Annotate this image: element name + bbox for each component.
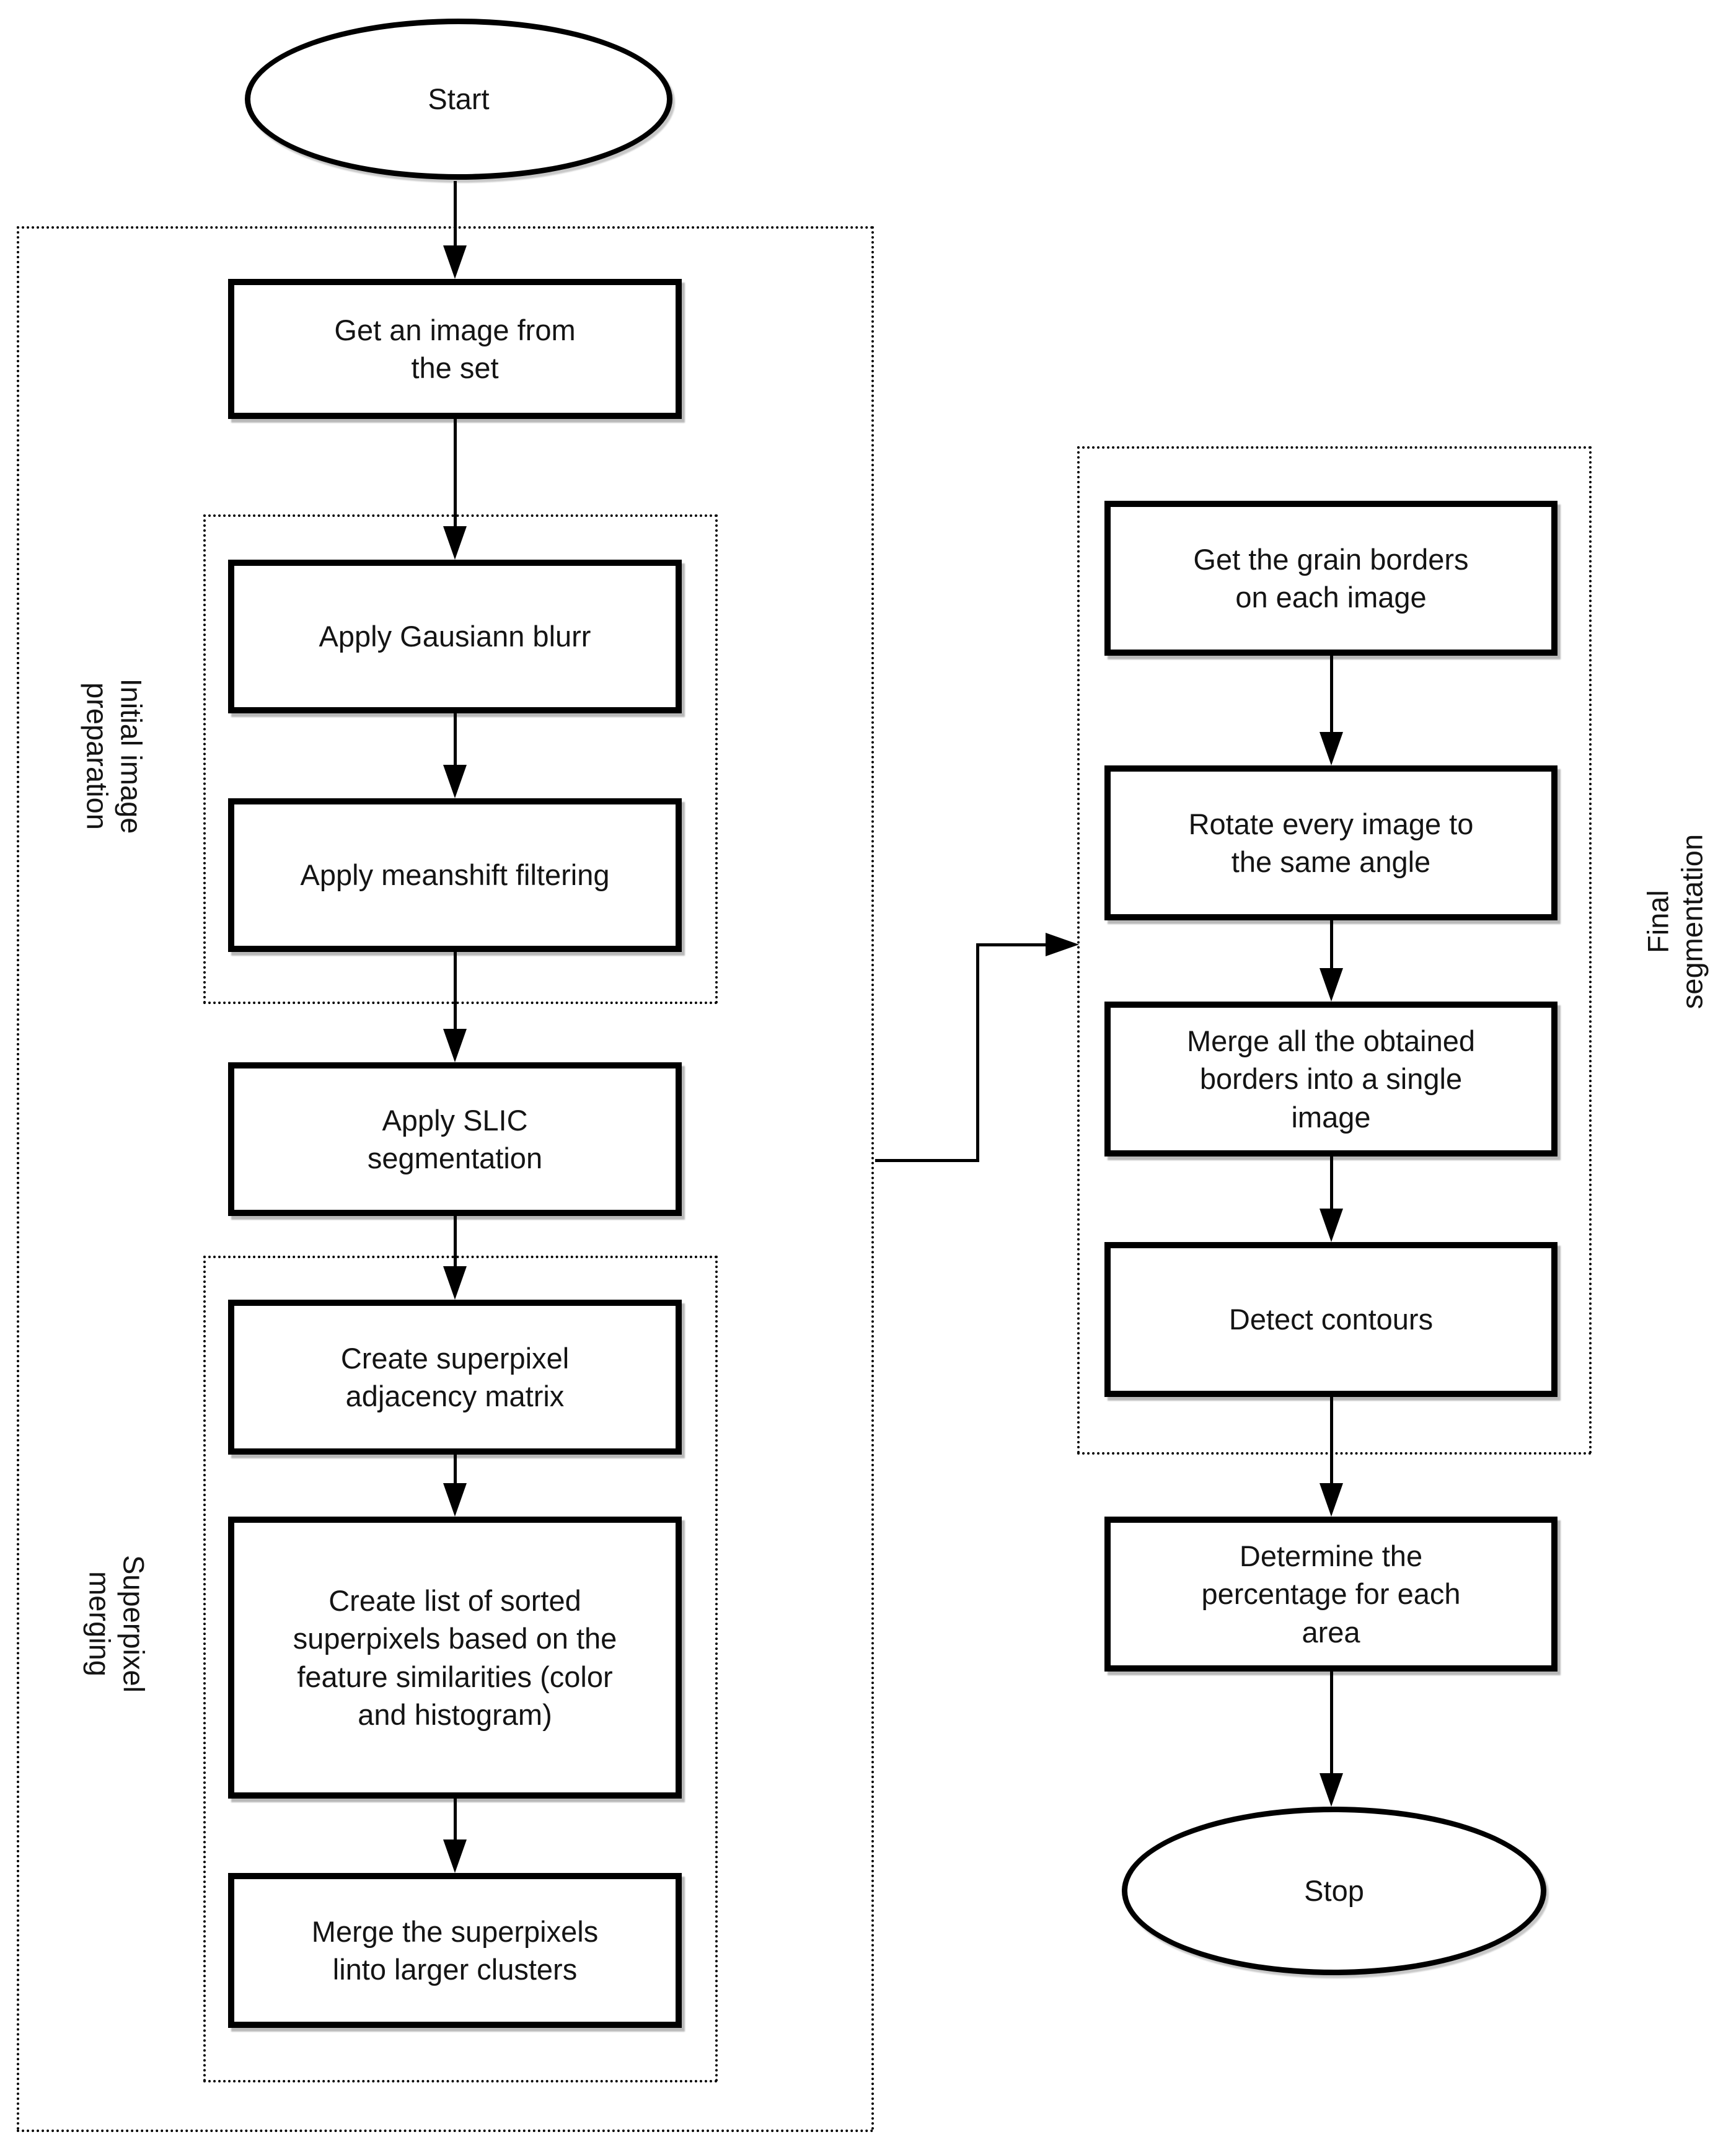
group-label-superpixel-merging: Superpixel merging: [83, 1554, 151, 1693]
arrow-line: [1330, 656, 1333, 734]
elbow-connector-line: [976, 945, 979, 1162]
elbow-connector-line: [976, 943, 1046, 946]
node-merge-superpixels-label: Merge the superpixels linto larger clust…: [311, 1914, 599, 1986]
node-rotate-images-label: Rotate every image to the same angle: [1188, 807, 1474, 878]
node-grain-borders-label: Get the grain borders on each image: [1193, 542, 1469, 614]
arrow-head-icon: [1320, 1773, 1343, 1807]
arrow-head-icon: [1320, 968, 1343, 1002]
node-detect-contours-label: Detect contours: [1228, 1303, 1434, 1336]
group-box-superpixel-merging: [203, 1256, 718, 2082]
arrow-line: [1330, 1672, 1333, 1776]
arrow-head-icon: [443, 526, 467, 560]
node-meanshift-filtering-label: Apply meanshift filtering: [300, 858, 610, 892]
start-terminal: Start: [245, 19, 672, 180]
node-slic-segmentation-label: Apply SLIC segmentation: [367, 1103, 543, 1174]
arrow-head-icon: [1320, 1209, 1343, 1242]
group-box-left-pipeline: [17, 226, 874, 2132]
arrow-head-icon: [443, 1029, 467, 1062]
arrow-head-icon: [443, 1839, 467, 1873]
node-gaussian-blur: Apply Gausiann blurr: [228, 560, 682, 713]
arrow-line: [1330, 1157, 1333, 1211]
arrow-line: [454, 1216, 457, 1269]
node-gaussian-blur-label: Apply Gausiann blurr: [319, 620, 591, 653]
node-determine-percentage: Determine the percentage for each area: [1104, 1517, 1558, 1672]
node-adjacency-matrix: Create superpixel adjacency matrix: [228, 1300, 682, 1455]
group-label-initial-image-preparation: Initial image preparation: [81, 678, 148, 834]
node-adjacency-matrix-label: Create superpixel adjacency matrix: [340, 1341, 570, 1412]
group-box-initial-image-preparation: [203, 514, 718, 1004]
arrow-line: [454, 713, 457, 767]
arrow-head-icon: [443, 765, 467, 798]
arrow-line: [1330, 920, 1333, 971]
arrow-line: [454, 952, 457, 1031]
node-rotate-images: Rotate every image to the same angle: [1104, 765, 1558, 920]
arrow-line: [1330, 1397, 1333, 1486]
stop-label: Stop: [1304, 1874, 1364, 1908]
start-label: Start: [428, 82, 490, 116]
arrow-line: [454, 419, 457, 529]
node-grain-borders: Get the grain borders on each image: [1104, 501, 1558, 656]
elbow-connector-line: [875, 1159, 977, 1162]
arrow-head-icon: [443, 1266, 467, 1300]
node-sorted-superpixel-list: Create list of sorted superpixels based …: [228, 1517, 682, 1799]
arrow-head-icon: [443, 245, 467, 279]
node-merge-borders-label: Merge all the obtained borders into a si…: [1186, 1024, 1476, 1134]
node-determine-percentage-label: Determine the percentage for each area: [1201, 1540, 1461, 1649]
arrow-head-icon: [443, 1483, 467, 1517]
arrow-head-icon: [1320, 1483, 1343, 1517]
arrow-head-icon: [1046, 933, 1079, 956]
node-detect-contours: Detect contours: [1104, 1242, 1558, 1397]
node-meanshift-filtering: Apply meanshift filtering: [228, 798, 682, 952]
arrow-head-icon: [1320, 732, 1343, 765]
arrow-line: [454, 1797, 457, 1842]
node-merge-borders: Merge all the obtained borders into a si…: [1104, 1002, 1558, 1157]
node-merge-superpixels: Merge the superpixels linto larger clust…: [228, 1873, 682, 2028]
arrow-line: [454, 181, 457, 248]
stop-terminal: Stop: [1122, 1807, 1546, 1975]
node-get-image: Get an image from the set: [228, 279, 682, 419]
node-slic-segmentation: Apply SLIC segmentation: [228, 1062, 682, 1216]
arrow-line: [454, 1455, 457, 1486]
group-label-final-segmentation: Final segmentation: [1641, 834, 1709, 1010]
node-get-image-label: Get an image from the set: [334, 313, 576, 384]
node-sorted-superpixel-list-label: Create list of sorted superpixels based …: [293, 1584, 617, 1731]
